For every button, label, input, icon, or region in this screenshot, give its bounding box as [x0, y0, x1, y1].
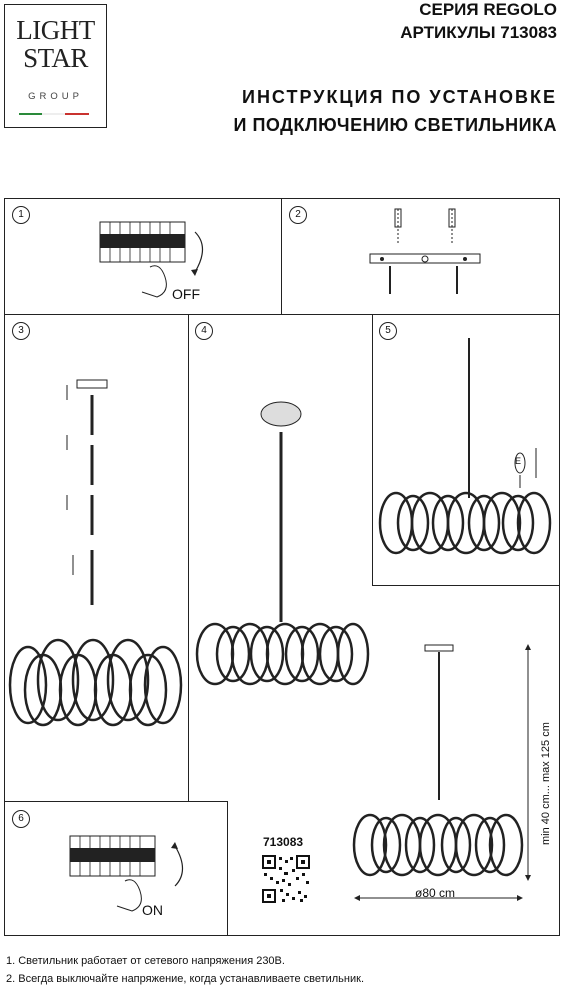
article-code-label: 713083 [263, 835, 304, 849]
italian-flag-stripe [19, 113, 89, 115]
divider-row1 [5, 314, 559, 315]
article-title: АРТИКУЛЫ 713083 [400, 23, 557, 42]
breaker-off-illustration [99, 221, 204, 298]
brand-line3: GROUP [28, 91, 83, 102]
instruction-title-line2: И ПОДКЛЮЧЕНИЮ СВЕТИЛЬНИКА [233, 115, 557, 135]
brand-logo: LIGHT STAR GROUP [4, 4, 107, 128]
series-title: СЕРИЯ REGOLO [419, 0, 557, 19]
qr-code-icon [262, 855, 310, 903]
mounting-bracket-illustration [369, 208, 481, 294]
notes-block: 1. Светильник работает от сетевого напря… [6, 952, 364, 988]
divider-step5-dimensions [372, 585, 559, 586]
diameter-label: ø80 cm [415, 886, 456, 900]
divider-step6-code [227, 801, 228, 935]
step-6-badge: 6 [12, 810, 30, 828]
note-item: 2. Всегда выключайте напряжение, когда у… [6, 973, 365, 985]
step-5-badge: 5 [379, 322, 397, 340]
divider-step4-step5 [372, 314, 373, 586]
note-item: 1. Светильник работает от сетевого напря… [6, 955, 285, 967]
step-2-badge: 2 [289, 206, 307, 224]
brand-line2: STAR [23, 43, 88, 73]
on-label: ON [142, 902, 163, 918]
step-3-badge: 3 [12, 322, 30, 340]
height-range-label: min 40 cm... max 125 cm [540, 722, 552, 845]
shade-assembly-illustration [8, 638, 183, 727]
instruction-title-line1: ИНСТРУКЦИЯ ПО УСТАНОВКЕ [242, 87, 557, 107]
divider-step3-step4 [188, 314, 189, 801]
breaker-on-illustration [69, 835, 184, 912]
step-4-badge: 4 [195, 322, 213, 340]
rod-assembly-illustration [66, 379, 108, 605]
instruction-panel-frame [4, 198, 560, 936]
hanging-chandelier-illustration [195, 401, 370, 686]
divider-step1-step2 [281, 199, 282, 314]
divider-step6 [5, 801, 228, 802]
bulb-e-label: E [515, 456, 522, 466]
bulb-installation-illustration [378, 338, 552, 555]
step-1-badge: 1 [12, 206, 30, 224]
brand-line1: LIGHT [16, 15, 95, 45]
dimensions-illustration [352, 644, 531, 901]
off-label: OFF [172, 286, 200, 302]
